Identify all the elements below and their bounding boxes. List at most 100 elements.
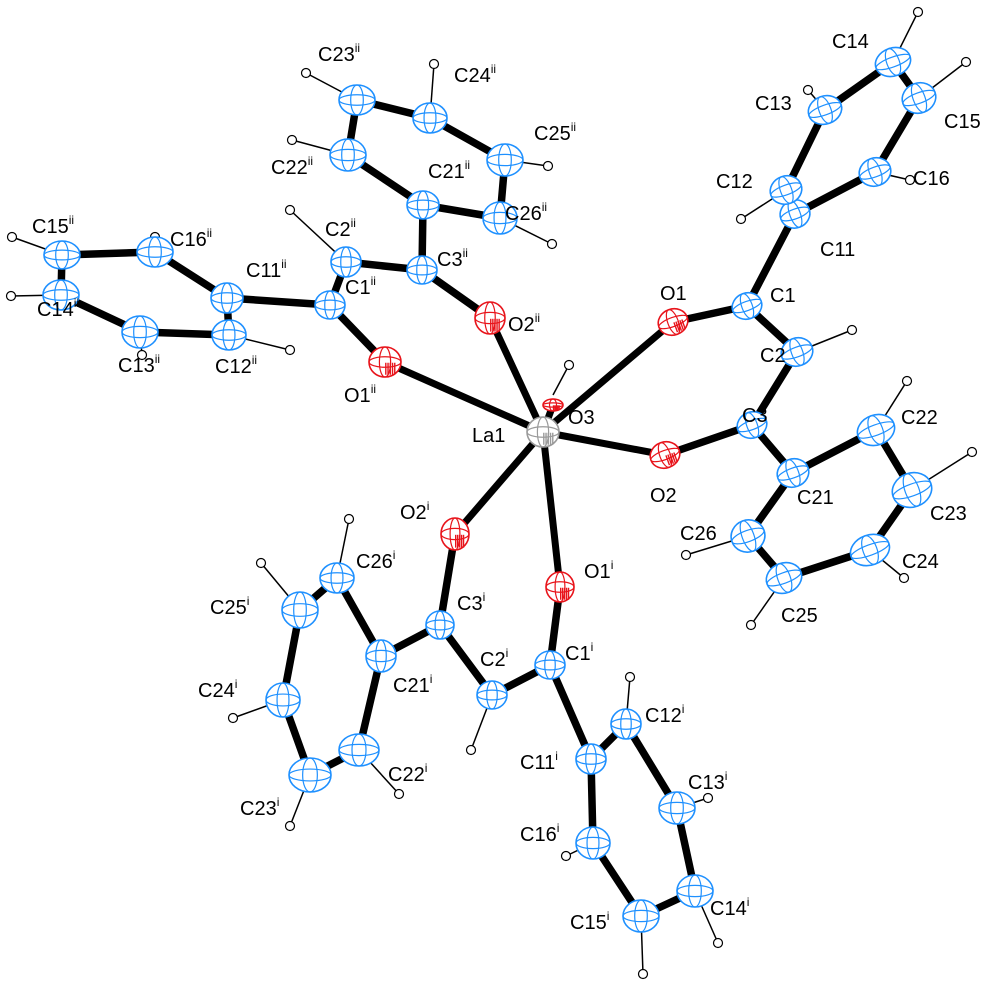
hydrogen-atom	[284, 820, 296, 832]
bond-La1-O2ii	[486, 314, 547, 436]
atom-C12ii	[211, 319, 247, 351]
atom-C25	[765, 561, 803, 595]
labels-layer: La1O1O2O3C1C2C3C11C12C13C14C15C16C21C22C…	[32, 31, 981, 934]
atom-label-C22ii: C22ii	[271, 154, 313, 179]
atom-C3	[736, 410, 768, 440]
atom-C13ii	[121, 315, 159, 349]
hydrogen-atom	[255, 557, 267, 569]
atom-C14	[874, 46, 912, 78]
atom-C2	[780, 336, 814, 368]
atom-label-C25ii: C25ii	[534, 120, 576, 145]
atom-C21	[776, 457, 810, 489]
atom-C11ii	[210, 282, 244, 314]
bond-La1-O1ii	[381, 358, 547, 436]
atom-C3ii	[406, 255, 438, 285]
hydrogen-atom	[5, 290, 17, 302]
atom-C2ii	[330, 246, 362, 278]
bond-La1-O1	[539, 318, 677, 436]
bond-C1ii-C11ii	[223, 294, 334, 309]
atom-C22ii	[329, 138, 367, 172]
atom-label-C23: C23	[930, 503, 967, 525]
atom-C21i	[365, 639, 397, 673]
atom-label-C1ii: C1ii	[345, 274, 376, 299]
atom-C2i	[476, 680, 508, 710]
atom-label-O2i: O2i	[400, 499, 429, 524]
hydrogen-atom	[735, 213, 747, 225]
hydrogen-atom	[912, 6, 924, 18]
atom-C22	[856, 413, 896, 447]
atom-label-C3: C3	[742, 405, 768, 427]
hydrogen-atom	[560, 850, 572, 862]
atom-C12	[769, 174, 803, 206]
atom-O1i	[545, 571, 575, 603]
hydrogen-atom	[712, 937, 724, 949]
atom-O2	[649, 440, 681, 470]
atom-label-C12: C12	[716, 171, 753, 193]
hydrogen-bond	[552, 364, 570, 396]
atom-label-C25: C25	[781, 605, 818, 627]
atom-C3i	[425, 610, 455, 640]
hydrogen-atom	[702, 792, 714, 804]
atom-label-C24ii: C24ii	[454, 62, 496, 87]
atom-label-C3ii: C3ii	[437, 246, 468, 271]
hydrogen-atom	[284, 344, 296, 356]
hydrogen-atom	[284, 204, 296, 216]
bond-La1-O1i	[539, 428, 564, 591]
atom-label-C22i: C22i	[388, 761, 427, 786]
hydrogen-atom	[901, 375, 913, 387]
atom-label-O1i: O1i	[584, 558, 613, 583]
atom-O1	[657, 307, 689, 337]
atom-label-O1: O1	[660, 283, 687, 305]
hydrogen-atom	[546, 238, 558, 250]
hydrogen-atom	[286, 134, 298, 146]
hydrogen-atom	[300, 67, 312, 79]
hydrogen-atom	[846, 324, 858, 336]
atom-label-C15: C15	[944, 111, 981, 133]
atom-label-C13ii: C13ii	[118, 352, 160, 377]
atom-label-C1i: C1i	[565, 640, 593, 665]
hydrogen-atom	[637, 968, 649, 980]
atom-C13i	[658, 791, 696, 825]
bond-La1-O2i	[451, 428, 547, 538]
hydrogen-atom	[960, 56, 972, 68]
atom-label-C16: C16	[913, 168, 950, 190]
atom-label-C16i: C16i	[520, 821, 559, 846]
bond-La1-O2	[539, 428, 669, 459]
atom-C23	[891, 471, 933, 509]
atom-label-C3i: C3i	[457, 590, 485, 615]
atom-C11i	[575, 743, 607, 775]
atom-label-C13i: C13i	[688, 769, 727, 794]
atom-C25ii	[486, 143, 524, 177]
atom-label-C21: C21	[797, 487, 834, 509]
atom-C23i	[288, 757, 332, 793]
hydrogen-atom	[227, 712, 239, 724]
hydrogen-atom	[428, 58, 440, 70]
atom-label-La1: La1	[472, 425, 505, 447]
hydrogen-atom	[393, 788, 405, 800]
atom-label-C23i: C23i	[240, 795, 279, 820]
hydrogen-atom	[542, 160, 554, 172]
atom-label-C14i: C14i	[710, 895, 749, 920]
atom-C14ii	[42, 279, 80, 311]
atom-label-O2ii: O2ii	[508, 311, 540, 336]
atom-C16i	[575, 826, 611, 860]
atom-C26i	[319, 562, 355, 594]
atom-label-C2: C2	[760, 345, 786, 367]
atom-C1i	[534, 650, 566, 680]
atom-O1ii	[368, 346, 402, 378]
atom-label-C2ii: C2ii	[325, 216, 356, 241]
hydrogen-atom	[6, 231, 18, 243]
atom-C24ii	[412, 102, 448, 134]
hydrogen-atom	[904, 174, 916, 186]
atom-label-C15ii: C15ii	[32, 213, 74, 238]
atom-C24i	[265, 682, 301, 718]
atom-C11	[779, 199, 811, 229]
atom-C15	[901, 81, 937, 115]
atom-C15ii	[43, 240, 81, 270]
atom-label-C15i: C15i	[570, 909, 609, 934]
atom-C16ii	[136, 236, 174, 268]
atom-O2i	[440, 517, 470, 551]
hydrogen-atom	[465, 744, 477, 756]
hydrogen-atom	[802, 84, 814, 96]
